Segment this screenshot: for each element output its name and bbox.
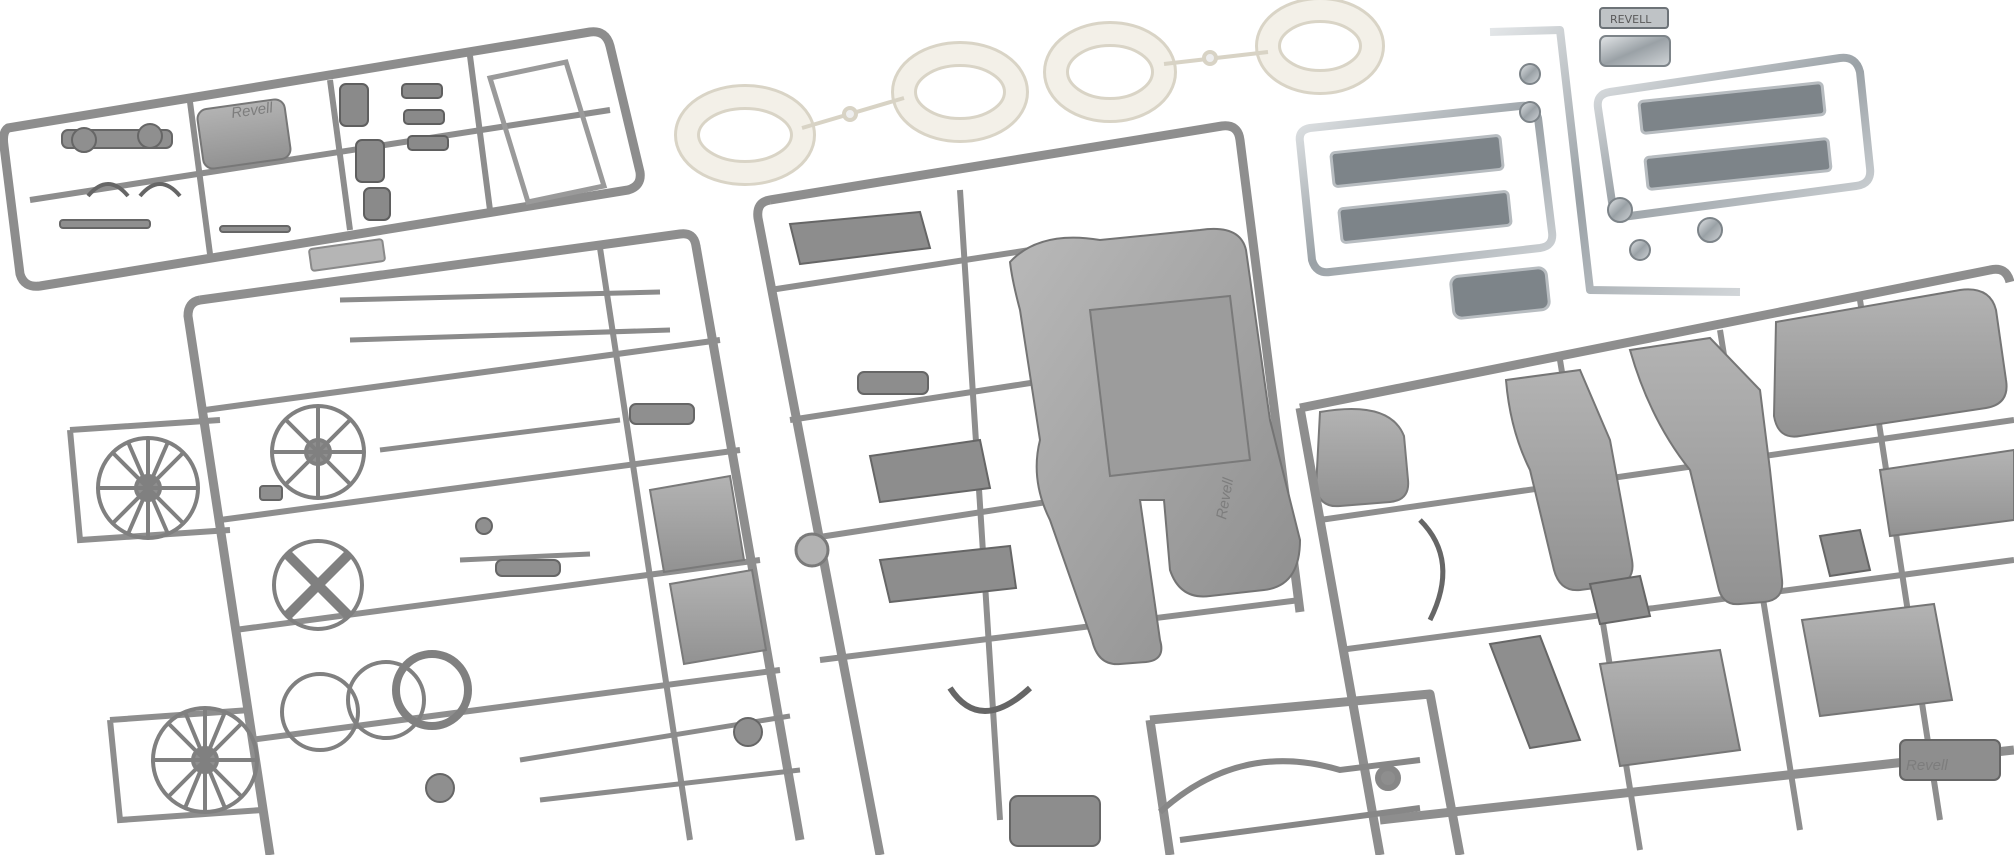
sprue-left-main [67,229,805,855]
chrome-frame-left [1295,101,1557,277]
body-tub-floor [1088,294,1252,478]
sprue-top-left: Revell [0,27,645,291]
long-axle-parts [339,289,801,803]
spoked-wheels [96,404,472,814]
chrome-panel-4 [1643,137,1833,191]
fender-panels [1504,288,2014,768]
chrome-tag-text: REVELL [1610,13,1652,26]
sprue-tag-top-left [308,238,386,272]
sprue-frame-left-main [183,229,805,855]
wheel-1 [96,436,200,540]
wheel-2 [270,404,366,500]
engine-cover-part [196,98,292,170]
sprue-frame-top-left [0,27,645,291]
fender-panels-small [648,474,768,666]
sprue-frame-center [753,121,1305,855]
wheel-4 [151,706,259,814]
chrome-panel-1 [1329,134,1505,188]
brake-drums [280,650,472,752]
fender-left [1504,368,1634,592]
seat-part [1314,408,1410,508]
chrome-tag [1599,7,1669,29]
door-panel-1 [1598,648,1742,768]
chrome-frame-right [1593,53,1875,221]
hood-panel [1772,288,2008,438]
sprue-center: Revell [753,121,1410,855]
chrome-panel-2 [1337,190,1513,244]
sprue-right: Revell [1295,264,2014,855]
center-small-parts [788,210,1101,847]
chrome-sprue: REVELL [1295,7,1875,320]
chrome-runner-vertical [1489,26,1741,296]
sprue-bottom-center [1145,689,1465,855]
small-engine-parts [59,123,291,233]
right-small-parts [1418,518,2001,781]
sprue-emboss-c: Revell [1906,757,1948,774]
running-board-part [1878,448,2014,538]
engine-cylinders [339,83,449,221]
sprue-emboss-a: Revell [230,99,274,122]
chassis-rail-parts [1157,757,1421,843]
sprue-center-hub [794,532,830,568]
chrome-panel-3 [1637,81,1827,135]
fender-right [1628,336,1784,606]
sprue-frame-bottom-center [1145,689,1465,855]
wheel-3 [272,539,364,631]
small-fittings-left [259,403,763,803]
radiator-frame-part [486,59,608,205]
chrome-mirror-part [1449,266,1551,320]
white-tire-sprue [674,0,1385,186]
door-panel-2 [1800,602,1954,718]
